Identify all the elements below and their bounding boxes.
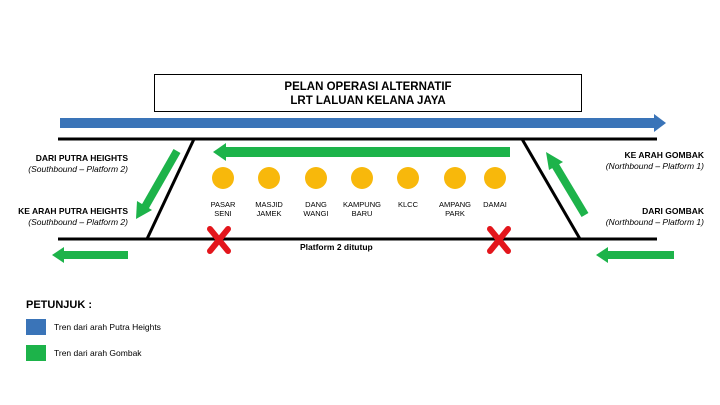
left-crossover xyxy=(145,138,196,240)
legend-swatch-green xyxy=(26,345,46,361)
title-line-1: PELAN OPERASI ALTERNATIF xyxy=(284,81,452,93)
label-from-putra-heights-main: DARI PUTRA HEIGHTS xyxy=(35,153,128,163)
label-to-putra-heights: KE ARAH PUTRA HEIGHTS (Southbound – Plat… xyxy=(6,206,128,228)
station-dot-damai xyxy=(484,167,506,189)
station-label-kampung-baru: KAMPUNG BARU xyxy=(343,200,381,218)
station-dot-dang-wangi xyxy=(305,167,327,189)
station-dot-kampung-baru xyxy=(351,167,373,189)
green-arrow-bottom-left xyxy=(52,247,128,263)
label-to-putra-heights-sub: (Southbound – Platform 2) xyxy=(28,217,128,227)
station-label-damai: DAMAI xyxy=(483,200,507,209)
green-arrow-left-diagonal xyxy=(136,149,181,219)
label-from-putra-heights-sub: (Southbound – Platform 2) xyxy=(28,164,128,174)
legend-label-blue: Tren dari arah Putra Heights xyxy=(54,322,161,332)
label-to-gombak-sub: (Northbound – Platform 1) xyxy=(605,161,704,171)
station-dot-klcc xyxy=(397,167,419,189)
station-label-masjid-jamek: MASJID JAMEK xyxy=(255,200,283,218)
station-label-dang-wangi: DANG WANGI xyxy=(303,200,329,218)
station-dot-ampang-park xyxy=(444,167,466,189)
label-to-gombak: KE ARAH GOMBAK (Northbound – Platform 1) xyxy=(580,150,704,172)
title-line-2: LRT LALUAN KELANA JAYA xyxy=(290,95,446,107)
track-lines xyxy=(58,137,657,241)
station-label-klcc: KLCC xyxy=(397,200,418,209)
closed-cross-left xyxy=(207,226,231,254)
legend-label-green: Tren dari arah Gombak xyxy=(54,348,142,358)
label-from-gombak: DARI GOMBAK (Northbound – Platform 1) xyxy=(580,206,704,228)
label-from-gombak-sub: (Northbound – Platform 1) xyxy=(605,217,704,227)
station-dots xyxy=(212,167,506,189)
station-label-pasar-seni: PASAR SENI xyxy=(210,200,236,218)
label-from-gombak-main: DARI GOMBAK xyxy=(642,206,704,216)
closed-cross-right xyxy=(487,226,511,254)
station-dot-masjid-jamek xyxy=(258,167,280,189)
platform-closed-label: Platform 2 ditutup xyxy=(300,242,373,252)
label-to-gombak-main: KE ARAH GOMBAK xyxy=(624,150,705,160)
green-arrow-center xyxy=(213,143,510,161)
right-crossover xyxy=(520,138,582,240)
legend-swatch-blue xyxy=(26,319,46,335)
legend-title: PETUNJUK : xyxy=(26,299,93,311)
station-label-ampang-park: AMPANG PARK xyxy=(439,200,471,218)
label-to-putra-heights-main: KE ARAH PUTRA HEIGHTS xyxy=(18,206,128,216)
green-arrow-right-diagonal xyxy=(546,152,589,218)
label-from-putra-heights: DARI PUTRA HEIGHTS (Southbound – Platfor… xyxy=(6,153,128,175)
title-box: PELAN OPERASI ALTERNATIF LRT LALUAN KELA… xyxy=(154,74,582,112)
station-dot-pasar-seni xyxy=(212,167,234,189)
blue-train-arrow xyxy=(60,114,666,132)
green-arrow-bottom-right xyxy=(596,247,674,263)
